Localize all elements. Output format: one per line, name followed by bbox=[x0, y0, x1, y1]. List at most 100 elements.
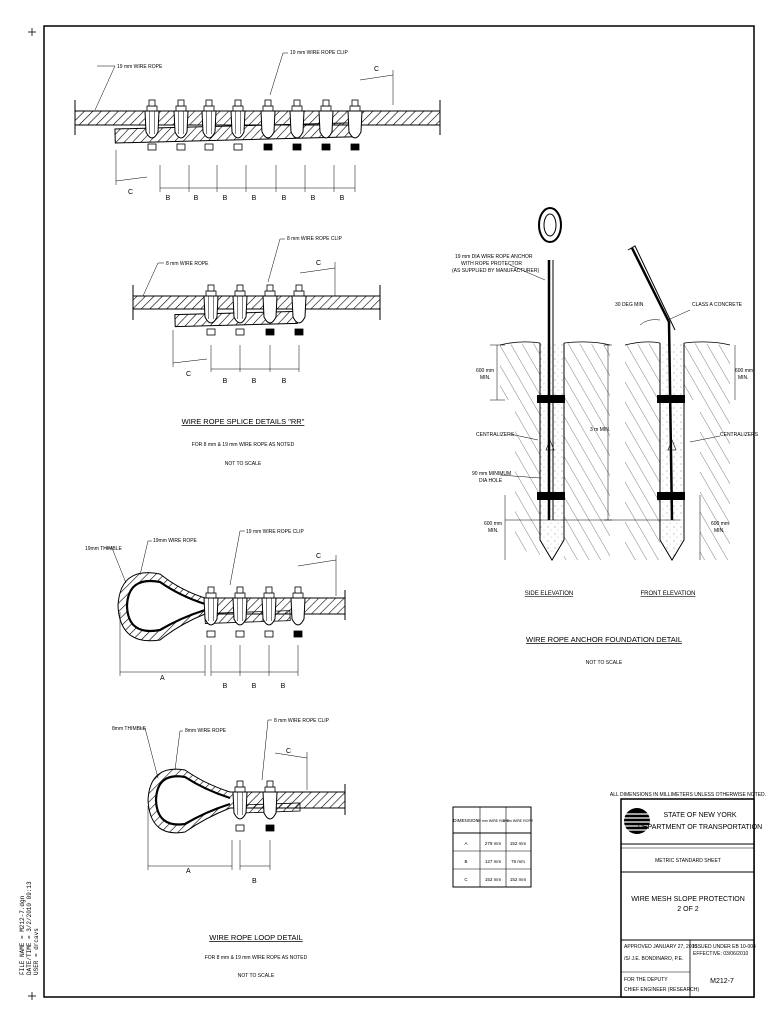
table-header-dimension: DIMENSION bbox=[453, 818, 479, 823]
splice19-dim-b: B bbox=[252, 195, 257, 202]
front-centralizers: CENTRALIZERS bbox=[720, 432, 759, 438]
anchor-side-elevation bbox=[490, 207, 680, 561]
anchor-note: NOT TO SCALE bbox=[586, 660, 623, 666]
front-depth-label: 600 mm bbox=[735, 368, 753, 374]
splice19-dim-b: B bbox=[223, 195, 228, 202]
loop19-dim-c: C bbox=[316, 553, 321, 560]
dimension-table: DIMENSION 19 mm WIRE ROPE 8 mm WIRE ROPE… bbox=[452, 806, 534, 888]
loop19-rope-label: 19mm WIRE ROPE bbox=[153, 538, 198, 544]
file-note: FILE NAME = M212-7.dgn DATE/TIME = 3/2/2… bbox=[19, 881, 40, 975]
anchor-label-2: WITH ROPE PROTECTOR bbox=[461, 261, 522, 267]
table-cell: 152 mm bbox=[510, 841, 527, 846]
hole-label-2: DIA HOLE bbox=[479, 478, 503, 484]
loop19-clip-label: 19 mm WIRE ROPE CLIP bbox=[246, 529, 304, 535]
front-min-label: MIN. bbox=[738, 375, 749, 381]
loop8-rope-label: 8mm WIRE ROPE bbox=[185, 728, 227, 734]
loop-19mm-detail: 19mm THIMBLE 19mm WIRE ROPE 19 mm WIRE R… bbox=[85, 529, 346, 690]
file-note-3: USER = drcavs bbox=[33, 928, 40, 975]
loop-8mm-detail: 8mm THIMBLE 8mm WIRE ROPE 8 mm WIRE ROPE… bbox=[112, 718, 346, 885]
side-min-label: MIN. bbox=[480, 375, 491, 381]
side-elevation-title: SIDE ELEVATION bbox=[525, 591, 573, 597]
signer: /S/ J.E. BONDINARO, P.E. bbox=[624, 956, 683, 962]
splice19-rope-label: 19 mm WIRE ROPE bbox=[117, 64, 163, 70]
file-note-1: FILE NAME = M212-7.dgn bbox=[19, 895, 26, 975]
sheet-type: METRIC STANDARD SHEET bbox=[655, 858, 721, 864]
anchor-front-elevation bbox=[604, 245, 736, 561]
hole-label-1: 90 mm MINIMUM bbox=[472, 471, 511, 477]
table-cell: 152 mm bbox=[485, 877, 502, 882]
splice19-dim-b: B bbox=[311, 195, 316, 202]
table-header-8mm: 8 mm WIRE ROPE bbox=[503, 819, 534, 823]
loop-note-1: FOR 8 mm & 19 mm WIRE ROPE AS NOTED bbox=[205, 955, 308, 961]
splice8-clip-label: 8 mm WIRE ROPE CLIP bbox=[287, 236, 343, 242]
for-line-2: CHIEF ENGINEER (RESEARCH) bbox=[624, 987, 699, 993]
effective-date: EFFECTIVE: 03/06/2010 bbox=[693, 951, 749, 957]
front-elevation-title: FRONT ELEVATION bbox=[640, 591, 695, 597]
loop19-dim-b: B bbox=[223, 683, 228, 690]
anchor-labels: 19 mm DIA WIRE ROPE ANCHOR WITH ROPE PRO… bbox=[452, 254, 759, 666]
splice8-dim-c-bottom: C bbox=[186, 371, 191, 378]
sheet-title-2: 2 OF 2 bbox=[677, 906, 699, 913]
loop8-dim-c: C bbox=[286, 748, 291, 755]
sheet-border bbox=[43, 25, 755, 998]
loop19-dim-b: B bbox=[281, 683, 286, 690]
splice8-rope-label: 8 mm WIRE ROPE bbox=[166, 261, 209, 267]
side-bottom-min: MIN. bbox=[488, 528, 499, 534]
splice19-clip-label: 19 mm WIRE ROPE CLIP bbox=[290, 50, 348, 56]
state-name: STATE OF NEW YORK bbox=[663, 812, 736, 819]
table-cell: B bbox=[464, 859, 467, 864]
splice-note-1: FOR 8 mm & 19 mm WIRE ROPE AS NOTED bbox=[192, 442, 295, 448]
table-cell: 279 mm bbox=[485, 841, 502, 846]
splice-title: WIRE ROPE SPLICE DETAILS "RR" bbox=[182, 417, 305, 426]
splice19-dim-b: B bbox=[194, 195, 199, 202]
splice-8mm-detail: 8 mm WIRE ROPE 8 mm WIRE ROPE CLIP C C B… bbox=[132, 236, 381, 385]
length-label: 3 m MIN. bbox=[590, 427, 610, 433]
anchor-label-1: 19 mm DIA WIRE ROPE ANCHOR bbox=[455, 254, 533, 260]
front-bottom-depth: 600 mm bbox=[711, 521, 729, 527]
table-cell: A bbox=[464, 841, 467, 846]
department-name: DEPARTMENT OF TRANSPORTATION bbox=[638, 824, 762, 831]
anchor-label-3: (AS SUPPLIED BY MANUFACTURER) bbox=[452, 268, 539, 274]
loop19-thimble-label: 19mm THIMBLE bbox=[85, 546, 123, 552]
splice-note-2: NOT TO SCALE bbox=[225, 461, 262, 467]
splice19-dim-b: B bbox=[340, 195, 345, 202]
approved-date: APPROVED JANUARY 27, 2010 bbox=[624, 944, 697, 950]
splice8-dim-b: B bbox=[223, 378, 228, 385]
loop19-dim-b: B bbox=[252, 683, 257, 690]
loop-note-2: NOT TO SCALE bbox=[238, 973, 275, 979]
splice8-dim-c-top: C bbox=[316, 260, 321, 267]
nys-logo bbox=[624, 808, 650, 834]
splice8-dim-b: B bbox=[252, 378, 257, 385]
sheet-title-1: WIRE MESH SLOPE PROTECTION bbox=[631, 896, 745, 903]
splice19-dim-c-bottom: C bbox=[128, 189, 133, 196]
splice19-dim-b: B bbox=[166, 195, 171, 202]
splice8-dim-b: B bbox=[282, 378, 287, 385]
loop8-clip-label: 8 mm WIRE ROPE CLIP bbox=[274, 718, 330, 724]
loop8-dim-b: B bbox=[252, 878, 257, 885]
side-depth-label: 600 mm bbox=[476, 368, 494, 374]
anchor-title: WIRE ROPE ANCHOR FOUNDATION DETAIL bbox=[526, 635, 682, 644]
table-cell: 127 mm bbox=[485, 859, 502, 864]
table-cell: 76 mm bbox=[511, 859, 525, 864]
concrete-label: CLASS A CONCRETE bbox=[692, 302, 743, 308]
table-cell: 152 mm bbox=[510, 877, 527, 882]
loop8-dim-a: A bbox=[186, 868, 191, 875]
loop19-dim-a: A bbox=[160, 675, 165, 682]
table-cell: C bbox=[464, 877, 468, 882]
file-note-2: DATE/TIME = 3/2/2010 09:13 bbox=[26, 881, 33, 975]
table-rows: A 279 mm 152 mm B 127 mm 76 mm C 152 mm 152 mm bbox=[464, 841, 526, 882]
crop-marks bbox=[28, 28, 36, 1000]
sheet-number: M212-7 bbox=[710, 978, 734, 985]
for-line-1: FOR THE DEPUTY bbox=[624, 977, 668, 983]
loop8-thimble-label: 8mm THIMBLE bbox=[112, 726, 147, 732]
angle-label: 30 DEG MIN bbox=[615, 302, 644, 308]
side-centralizers: CENTRALIZERS bbox=[476, 432, 515, 438]
splice19-dim-b: B bbox=[282, 195, 287, 202]
dimension-note: ALL DIMENSIONS IN MILLIMETERS UNLESS OTH… bbox=[610, 792, 766, 798]
table-header-19mm: 19 mm WIRE ROPE bbox=[477, 819, 510, 823]
front-bottom-min: MIN. bbox=[714, 528, 725, 534]
